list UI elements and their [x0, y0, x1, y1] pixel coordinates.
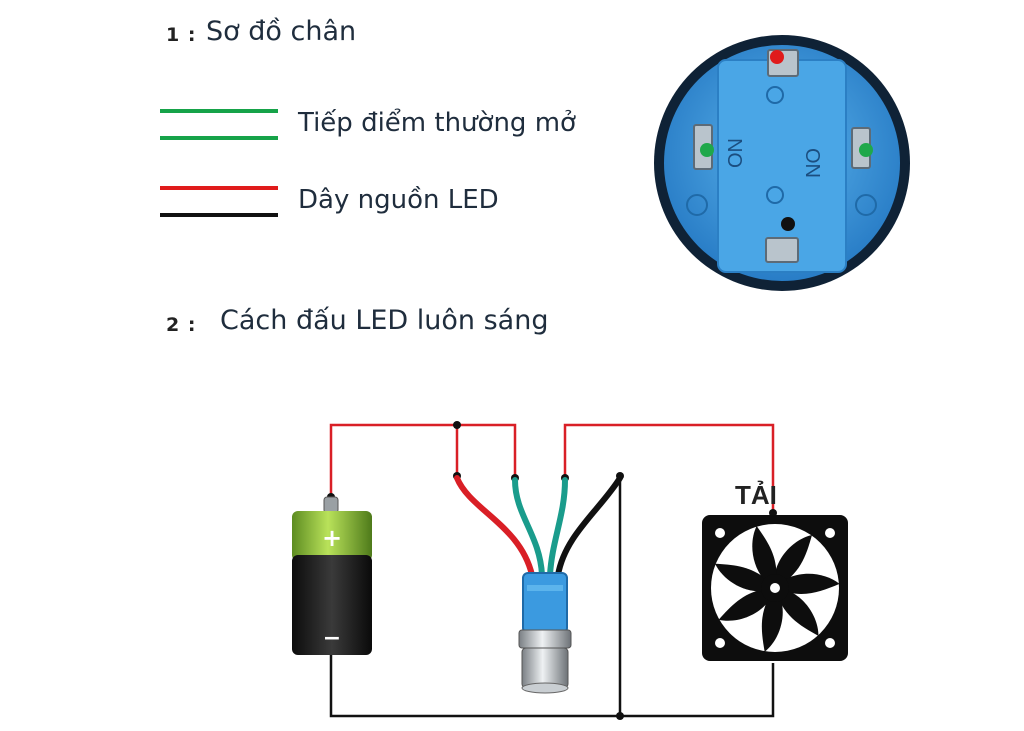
- battery-minus-sign: −: [323, 626, 341, 651]
- pin-dot-bottom: [781, 217, 795, 231]
- fan-blade: [774, 535, 812, 588]
- legend-no-contact-line-1: [160, 109, 278, 113]
- battery-top: [292, 511, 372, 561]
- pin-dot-right: [859, 143, 873, 157]
- legend-led-power-line-red: [160, 186, 278, 190]
- battery-body: [292, 555, 372, 655]
- push-button-switch: [518, 572, 572, 694]
- fan-blade: [774, 588, 819, 636]
- fan-blade: [752, 526, 777, 588]
- load-label: TẢI: [735, 480, 777, 510]
- switch-leads: [454, 475, 623, 578]
- section-2-number: 2 :: [166, 314, 197, 336]
- pin-label-on-right: ON: [801, 148, 823, 178]
- pin-label-on-left: ON: [725, 138, 747, 168]
- pin-dot-top: [770, 50, 784, 64]
- legend-led-power-label: Dây nguồn LED: [298, 185, 499, 215]
- fan-blade: [715, 563, 775, 592]
- pin-dot-left: [700, 143, 714, 157]
- pin-terminal-bottom: [765, 237, 799, 263]
- legend-no-contact-label: Tiếp điểm thường mở: [298, 108, 576, 138]
- legend-no-contact-line-2: [160, 136, 278, 140]
- negative-wires: [329, 476, 775, 718]
- battery: + −: [292, 496, 372, 655]
- fan-blade: [761, 588, 783, 652]
- section-2-title: Cách đấu LED luôn sáng: [220, 305, 549, 336]
- section-1-title: Sơ đồ chân: [206, 16, 357, 47]
- load-fan: [702, 515, 848, 661]
- fan-blade: [718, 588, 775, 621]
- fan-blades-icon: [715, 526, 840, 652]
- section-1-number: 1 :: [166, 24, 197, 46]
- battery-plus-sign: +: [322, 524, 342, 552]
- fan-blade: [775, 573, 840, 594]
- legend-led-power-line-black: [160, 213, 278, 217]
- positive-wires: [329, 423, 775, 513]
